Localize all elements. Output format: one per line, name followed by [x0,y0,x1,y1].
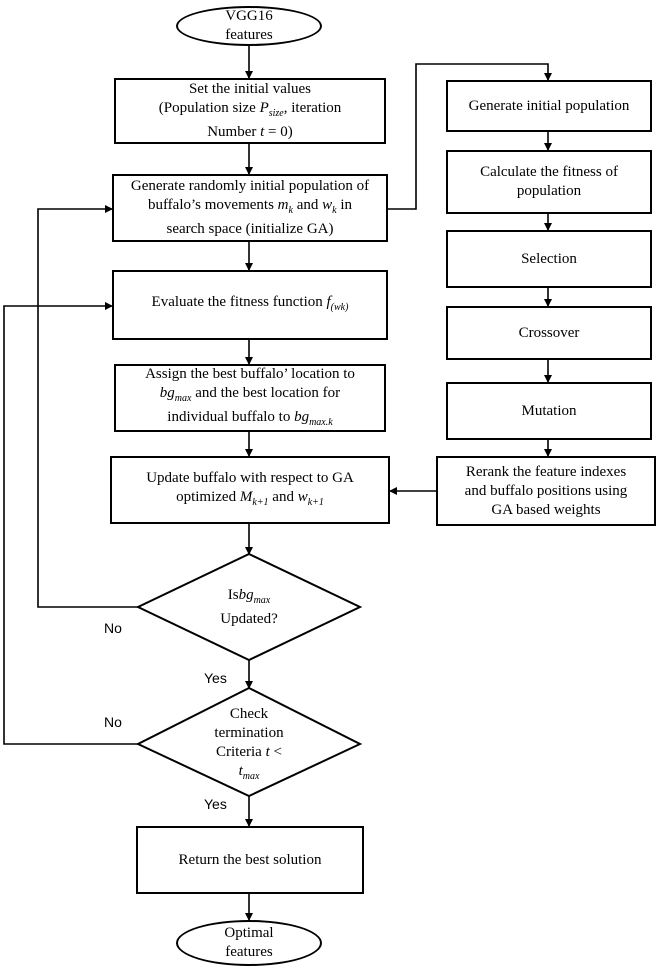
ga-fitness-line-1: Calculate the fitness of [480,164,618,180]
ga-rerank-line-2: and buffalo positions using [464,482,628,499]
ga-fitness-line-2: population [516,183,582,199]
decision-termination-line-3: Criteria t < [216,743,282,760]
evaluate-fitness-box: Evaluate the fitness function f(wk) [112,270,388,340]
ga-selection-text: Selection [521,250,577,267]
label-no-termination: No [104,714,122,730]
decision-updated-line-1: Isbgmax [227,586,271,606]
ga-rerank-line-3: GA based weights [491,501,601,518]
ga-rerank-box: Rerank the feature indexes and buffalo p… [436,456,656,526]
init-values-box: Set the initial values (Population size … [114,78,386,144]
generate-population-box: Generate randomly initial population of … [112,174,388,242]
assign-best-line-2: bgmax and the best location for [159,384,341,404]
label-yes-updated: Yes [204,670,227,686]
arrow-generate-to-ga [388,63,552,210]
init-values-line-1: Set the initial values [188,81,312,97]
assign-best-box: Assign the best buffalo’ location to bgm… [114,364,386,432]
assign-best-line-1: Assign the best buffalo’ location to [145,365,355,382]
ga-rerank-line-1: Rerank the feature indexes [465,463,627,480]
start-line-1: VGG16 [225,8,273,24]
decision-termination-diamond [135,686,363,798]
decision-termination-line-2: termination [214,724,284,741]
ga-generate-text: Generate initial population [468,97,630,114]
update-buffalo-line-2: optimized Mk+1 and wk+1 [176,488,324,508]
generate-population-line-1: Generate randomly initial population of [130,178,370,194]
label-no-updated: No [104,620,122,636]
ga-fitness-box: Calculate the fitness of population [446,150,652,214]
decision-updated-text: Isbgmax Updated? [178,584,320,630]
start-line-2: features [225,27,273,43]
update-buffalo-line-1: Update buffalo with respect to GA [146,469,354,486]
ga-crossover-text: Crossover [518,324,580,341]
ga-mutation-box: Mutation [446,382,652,440]
update-buffalo-box: Update buffalo with respect to GA optimi… [110,456,390,524]
ga-mutation-text: Mutation [521,402,577,419]
start-terminal: VGG16 features [176,6,322,46]
generate-population-line-3: search space (initialize GA) [166,221,334,237]
end-line-2: features [225,944,273,960]
ga-selection-box: Selection [446,230,652,288]
ga-crossover-box: Crossover [446,306,652,360]
decision-updated-line-2: Updated? [220,610,278,627]
loop-no-to-evaluate [3,302,138,745]
decision-termination-line-4: tmax [238,762,260,782]
decision-updated-diamond [135,552,363,662]
label-yes-termination: Yes [204,796,227,812]
assign-best-line-3: individual buffalo to bgmax.k [167,408,333,428]
generate-population-line-2: buffalo’s movements mk and wk in [147,197,353,216]
decision-termination-line-1: Check [229,705,269,722]
ga-generate-box: Generate initial population [446,80,652,132]
end-line-1: Optimal [224,925,274,941]
loop-no-to-generate [37,205,138,608]
init-values-line-3: Number t = 0) [207,124,293,140]
init-values-line-2: (Population size Psize, iteration [158,100,342,119]
return-best-box: Return the best solution [136,826,364,894]
decision-termination-text: Check termination Criteria t < tmax [178,704,320,786]
end-terminal: Optimal features [176,920,322,966]
return-best-text: Return the best solution [178,851,322,868]
evaluate-fitness-text: Evaluate the fitness function f(wk) [151,294,349,313]
